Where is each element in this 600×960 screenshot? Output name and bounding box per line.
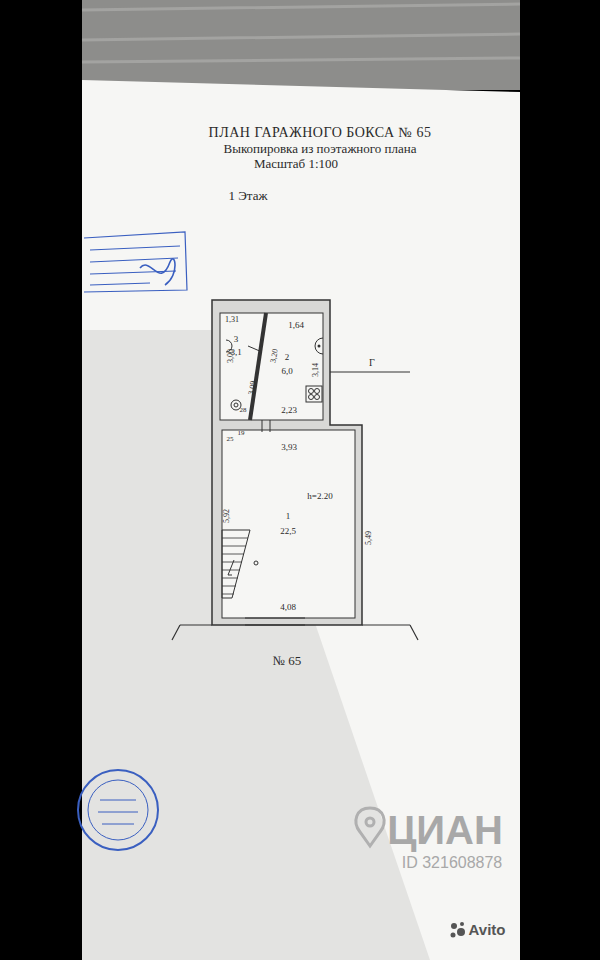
dimension: 1,31 bbox=[225, 316, 239, 325]
dimension: 5,92 bbox=[223, 509, 232, 523]
box-number: № 65 bbox=[273, 654, 302, 668]
room-text: 1 bbox=[286, 512, 291, 522]
dimension: 25 bbox=[227, 436, 234, 444]
room-text: 6,0 bbox=[281, 367, 292, 377]
dimension: 3,20 bbox=[269, 348, 280, 363]
table-surface bbox=[82, 0, 520, 90]
room-area: 26,0 bbox=[270, 335, 304, 385]
floor-plan bbox=[172, 300, 418, 640]
room-number: 3 bbox=[234, 335, 239, 345]
watermark: ЦИАН bbox=[387, 808, 503, 852]
dimension: 19 bbox=[238, 430, 245, 438]
dimension: 3,09 bbox=[247, 380, 258, 395]
plan-title: ПЛАН ГАРАЖНОГО БОКСА № 65 bbox=[209, 125, 432, 140]
dimension: 3,14 bbox=[312, 363, 321, 377]
room-area: 33,1 bbox=[223, 318, 249, 378]
avito-logo bbox=[451, 922, 466, 938]
avito-logo-text: Avito bbox=[469, 922, 506, 939]
stamp bbox=[84, 232, 187, 292]
wood-grain bbox=[82, 4, 520, 62]
axis-mark: Г bbox=[369, 357, 375, 368]
paper-sheet bbox=[82, 80, 520, 960]
room-text: h=2.20 bbox=[307, 492, 332, 502]
watermark-pin bbox=[356, 808, 384, 846]
dimension: 5,49 bbox=[365, 531, 374, 545]
dimension: 1,64 bbox=[288, 321, 304, 331]
dimension: 28 bbox=[240, 407, 247, 415]
room-text: 22,5 bbox=[280, 527, 296, 537]
round-stamp bbox=[78, 770, 158, 850]
room-number: 2 bbox=[285, 353, 290, 363]
room-text: 3,1 bbox=[230, 348, 241, 358]
dimension: 4,08 bbox=[280, 603, 296, 613]
floor-label: 1 Этаж bbox=[229, 189, 268, 203]
room-area: h=2.20 1 22,5 bbox=[262, 470, 352, 550]
scale-note: Масштаб 1:100 bbox=[254, 157, 338, 171]
watermark-id: ID 321608878 bbox=[402, 854, 503, 872]
dimension: 2,23 bbox=[281, 406, 297, 416]
doc-subtitle: Выкопировка из поэтажного плана bbox=[223, 142, 416, 156]
dimension: 3,93 bbox=[281, 443, 297, 453]
